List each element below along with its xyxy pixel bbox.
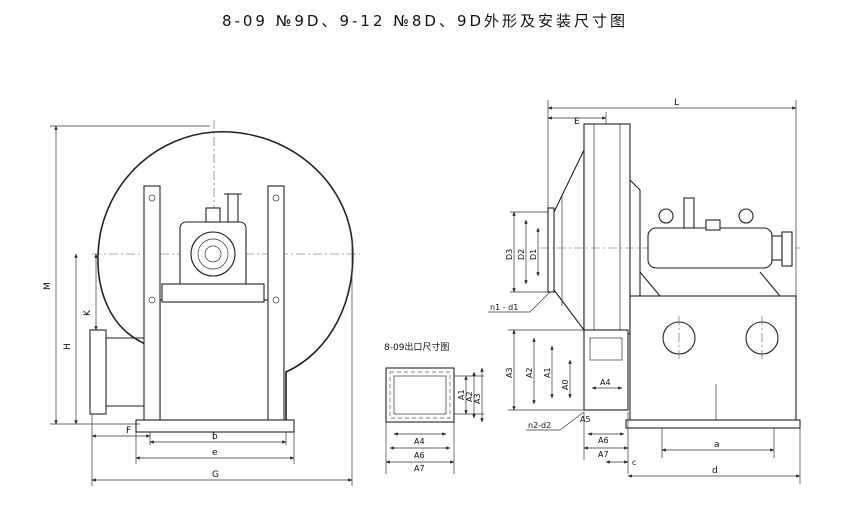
side-view — [540, 123, 801, 429]
outlet-dim-A4: A4 — [414, 437, 425, 446]
dim-H: H — [63, 343, 73, 350]
dim-A6: A6 — [598, 436, 609, 445]
outlet-dim-A1: A1 — [457, 389, 466, 400]
dim-e: e — [212, 448, 218, 458]
left-post — [143, 185, 161, 423]
casing-side — [583, 123, 631, 335]
right-post — [267, 185, 285, 423]
side-dimensions: L E D3 D2 D1 n1 - d1 A3 A2 A1 A0 A4 A5 n… — [488, 98, 801, 484]
base-plate — [135, 419, 295, 433]
dim-b: b — [212, 432, 218, 442]
dim-n2-d2: n2-d2 — [528, 421, 551, 430]
dim-L: L — [674, 98, 679, 108]
outlet-view-title: 8-09出口尺寸图 — [384, 341, 449, 353]
dim-E: E — [574, 117, 580, 127]
outlet-dim-A7: A7 — [414, 464, 425, 473]
volute-casing — [97, 131, 354, 420]
dim-M: M — [43, 282, 53, 290]
outlet-dim-A2: A2 — [465, 391, 474, 402]
drawing-title: 8-09 №9D、9-12 №8D、9D外形及安装尺寸图 — [221, 12, 629, 30]
dim-A4: A4 — [600, 378, 611, 387]
dim-A1: A1 — [543, 367, 552, 378]
dim-D1: D1 — [529, 249, 538, 260]
dim-A3: A3 — [505, 367, 514, 378]
front-dimensions: M H K F b e G — [43, 125, 353, 486]
dim-A7: A7 — [598, 450, 609, 459]
shaft-housing — [647, 227, 773, 269]
dim-G: G — [212, 470, 219, 480]
dim-F: F — [126, 426, 131, 436]
dim-n1-d1: n1 - d1 — [490, 303, 518, 312]
outlet-view: 8-09出口尺寸图 A1 A2 A3 A4 A6 A7 — [384, 341, 484, 474]
dim-A2: A2 — [525, 367, 534, 378]
dim-a: a — [714, 440, 720, 450]
front-view — [89, 120, 360, 445]
dim-K: K — [83, 309, 93, 316]
pedestal — [629, 295, 797, 423]
dim-A0: A0 — [561, 379, 570, 390]
dim-D3: D3 — [505, 249, 514, 260]
outlet-duct — [89, 329, 107, 415]
dim-c: c — [632, 458, 636, 467]
dim-d: d — [712, 466, 718, 476]
outlet-dim-A6: A6 — [414, 451, 425, 460]
outlet-box — [583, 329, 629, 411]
bearing-support — [159, 299, 271, 423]
dim-D2: D2 — [517, 249, 526, 260]
outlet-dim-A3: A3 — [473, 393, 482, 404]
dim-A5: A5 — [580, 415, 591, 424]
